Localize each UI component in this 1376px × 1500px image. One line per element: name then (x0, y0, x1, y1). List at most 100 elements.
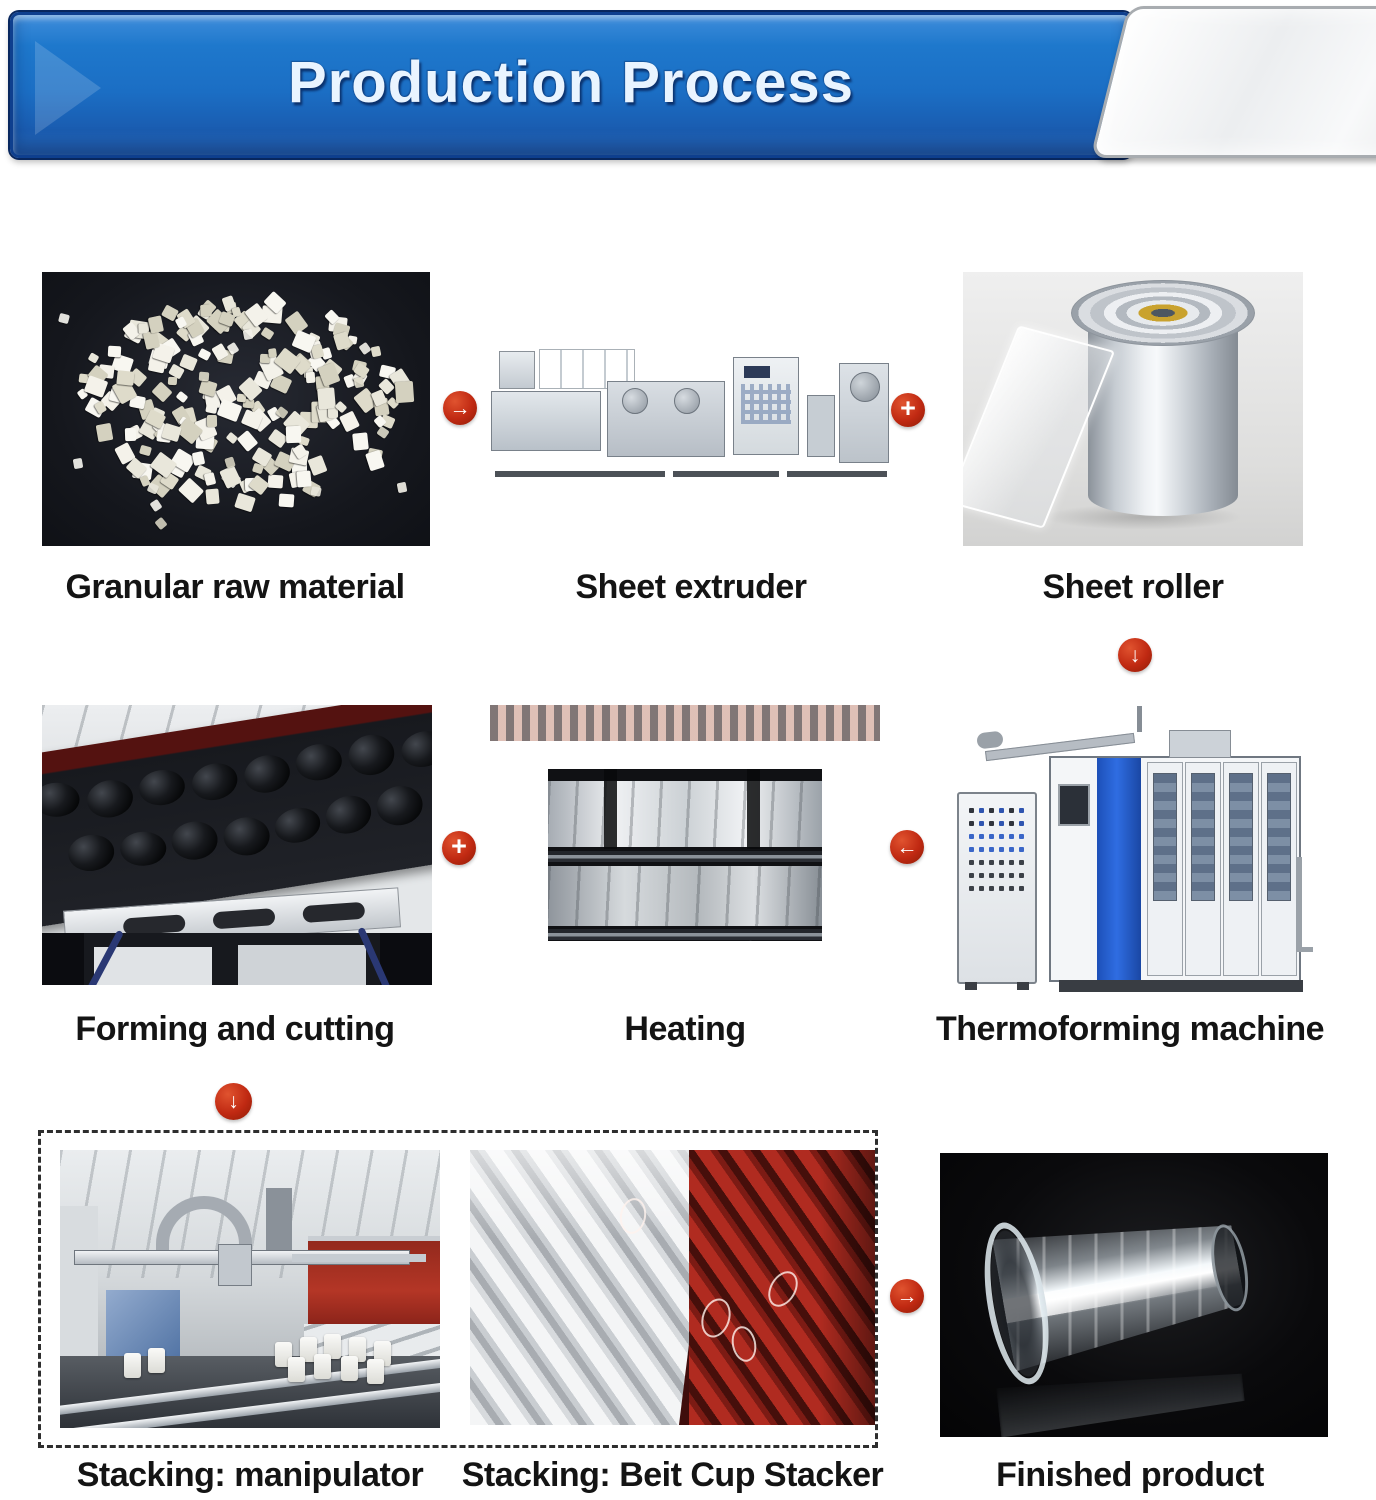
extruder-barrel (491, 391, 601, 451)
plastic-pellet (203, 471, 217, 487)
plastic-pellet (267, 474, 284, 489)
cabinet-foot (965, 982, 977, 990)
gantry-carriage (218, 1244, 252, 1286)
indicator-light (1009, 886, 1014, 891)
plastic-pellet (197, 347, 212, 362)
caption-sheet-extruder: Sheet extruder (575, 568, 807, 606)
plastic-pellet (370, 345, 382, 358)
mold-hole (83, 776, 137, 822)
control-cabinet (957, 792, 1037, 990)
photo-granular-raw-material (42, 272, 430, 546)
stacked-cup (324, 1334, 341, 1359)
machine-base (1059, 980, 1303, 992)
plastic-pellet (285, 425, 302, 444)
arrow-right-icon: → (443, 391, 477, 425)
plastic-pellet (199, 304, 213, 317)
indicator-light (969, 834, 974, 839)
indicator-light (1019, 808, 1024, 813)
plastic-pellet (339, 410, 360, 433)
indicator-light (969, 847, 974, 852)
plastic-pellet (138, 444, 153, 457)
rail (548, 851, 822, 862)
machine-base (787, 471, 887, 477)
photo-forming-and-cutting (42, 705, 432, 985)
plastic-pellet (154, 516, 168, 531)
white-column (60, 1206, 98, 1356)
plastic-pellet (87, 352, 100, 364)
roller (674, 388, 700, 414)
stacked-cup (288, 1357, 305, 1382)
indicator-light (1009, 860, 1014, 865)
plastic-pellet (305, 371, 316, 384)
plastic-pellet (175, 390, 189, 404)
indicator-light (1019, 821, 1024, 826)
mold-hole (65, 831, 117, 874)
indicator-light (979, 873, 984, 878)
indicator-light (1009, 847, 1014, 852)
indicator-light (1019, 860, 1024, 865)
machine-door (1185, 762, 1221, 976)
machine-stand (807, 395, 835, 457)
oven-opening (548, 769, 822, 941)
indicator-light (999, 808, 1004, 813)
extruder-hopper (499, 351, 535, 389)
roller (622, 388, 648, 414)
cup-stacks (60, 1150, 440, 1428)
arrow-left-icon: ← (890, 830, 924, 864)
plastic-pellet (167, 376, 178, 386)
slot (212, 908, 276, 930)
stacked-cup (300, 1337, 317, 1362)
arrow-down-icon: ↓ (215, 1083, 252, 1120)
door-window (1153, 773, 1177, 901)
mold-hole (240, 750, 294, 798)
indicator-light (979, 847, 984, 852)
plastic-pellet (396, 481, 408, 494)
door-window (1267, 773, 1291, 901)
indicator-light (999, 860, 1004, 865)
indicator-light (1019, 873, 1024, 878)
indicator-light (999, 847, 1004, 852)
indicator-light (1019, 847, 1024, 852)
white-cup-stacks (470, 1150, 713, 1425)
indicator-light (979, 886, 984, 891)
thermoformer-body (976, 706, 1313, 992)
mold-hole (321, 790, 376, 840)
mold-hole (119, 830, 167, 867)
plastic-pellet (206, 414, 218, 428)
indicator-light (969, 873, 974, 878)
machine-base (495, 471, 665, 477)
top-mast (1137, 706, 1142, 732)
photo-finished-product (940, 1153, 1328, 1437)
indicator-light (1009, 821, 1014, 826)
plastic-pellet (107, 345, 122, 358)
plastic-pellet (149, 498, 163, 513)
plastic-pellet (352, 432, 369, 451)
dark-post (42, 933, 84, 985)
machine-door (1261, 762, 1297, 976)
metal-sheet-band (548, 781, 822, 847)
caption-thermoforming-machine: Thermoforming machine (935, 1010, 1325, 1048)
indicator-light (989, 847, 994, 852)
arrow-down-icon: ↓ (1118, 638, 1152, 672)
rail (548, 929, 822, 940)
outfeed-pipe (1297, 857, 1313, 952)
light-panel (238, 945, 366, 985)
indicator-light (969, 860, 974, 865)
metal-sheet-band (548, 866, 822, 926)
photo-sheet-extruder (487, 330, 895, 485)
indicator-light (1009, 834, 1014, 839)
header-banner: Production Process (10, 12, 1132, 158)
inspection-window (1058, 784, 1090, 826)
cabinet-foot (1017, 982, 1029, 990)
page-title: Production Process (288, 49, 854, 115)
stacked-cup (341, 1356, 358, 1381)
plastic-pellet (242, 328, 254, 341)
plastic-pellet (124, 427, 137, 442)
stacked-cup (349, 1337, 366, 1362)
indicator-light (989, 821, 994, 826)
top-unit (1169, 730, 1231, 758)
panel-screen (744, 366, 770, 378)
plastic-pellet (353, 376, 365, 389)
mold-hole (187, 758, 242, 806)
